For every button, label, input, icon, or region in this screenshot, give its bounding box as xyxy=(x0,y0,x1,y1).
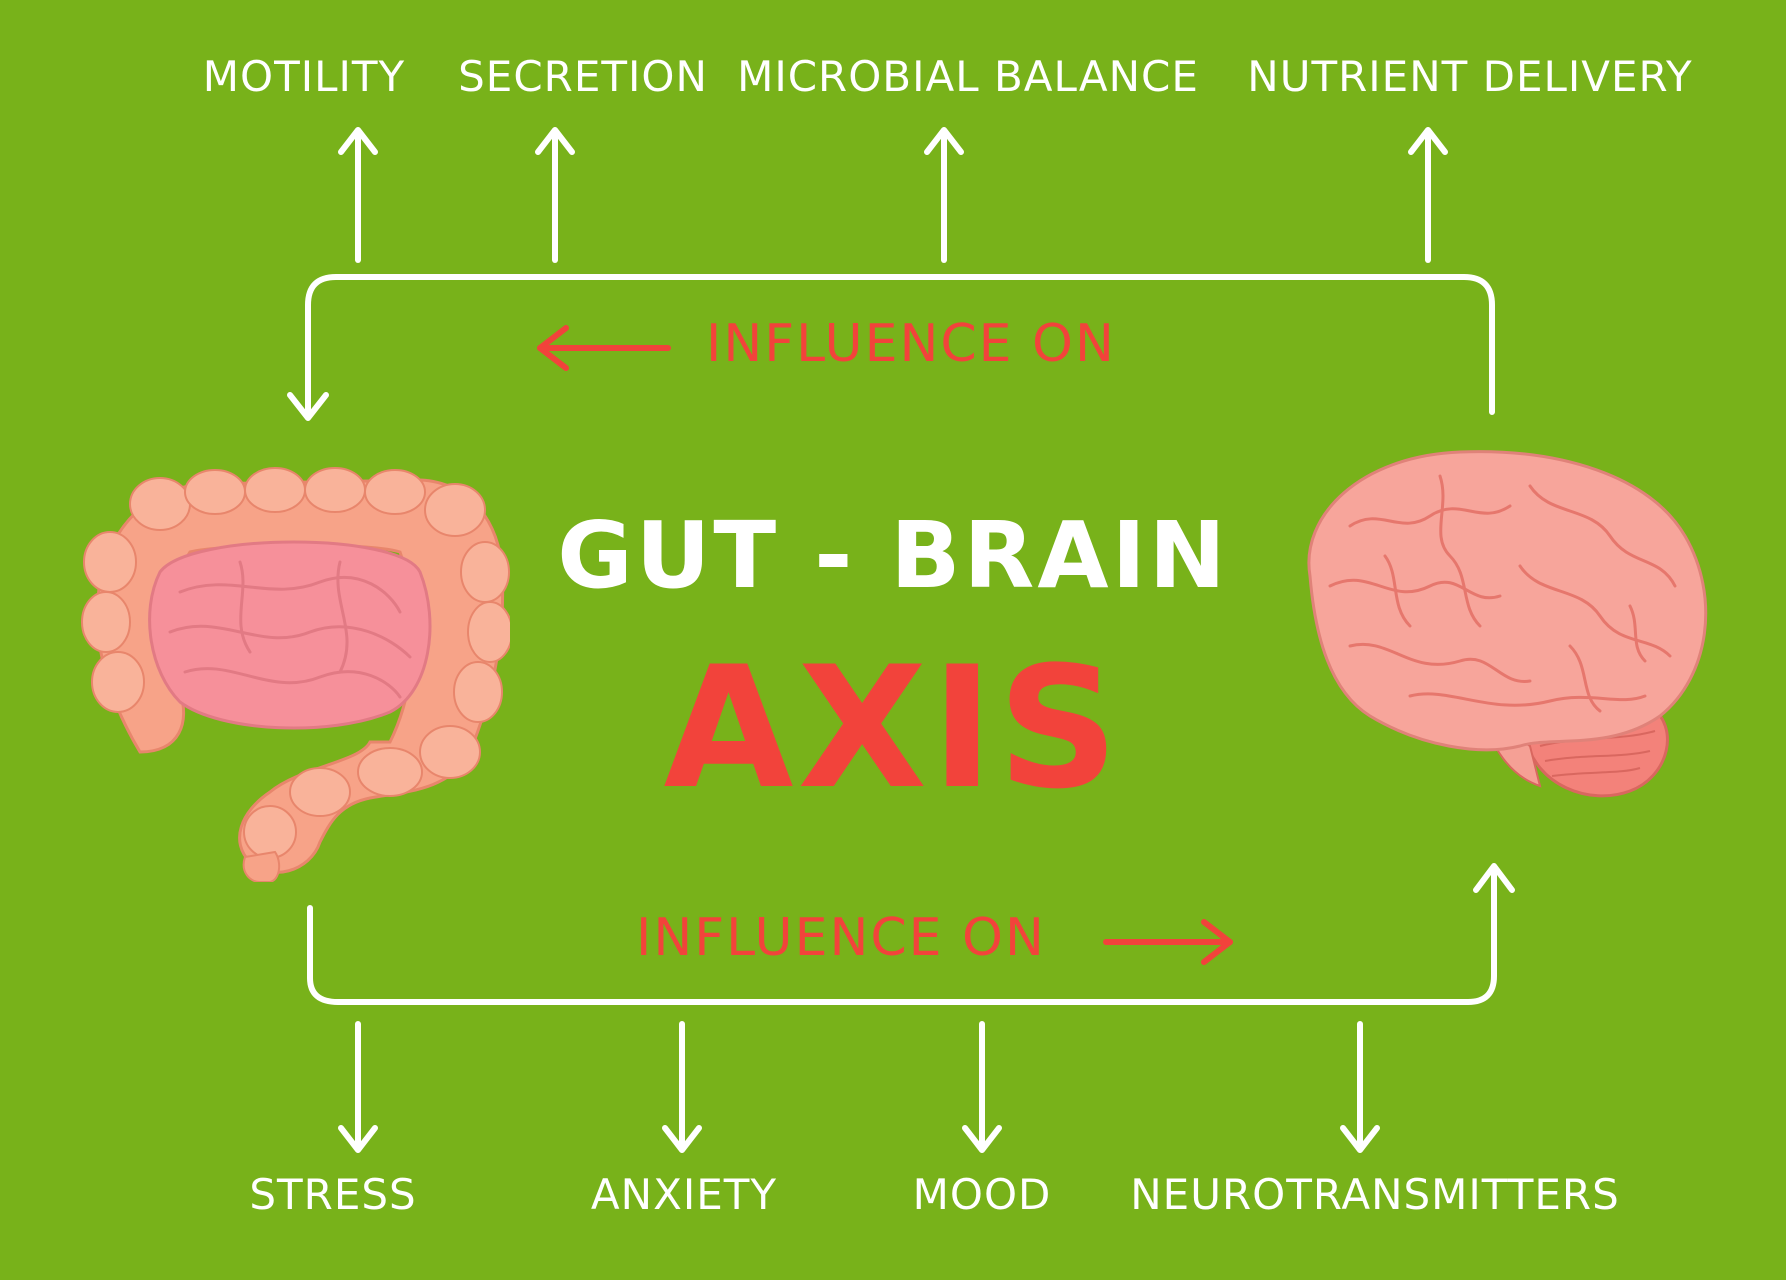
influence-top-arrow xyxy=(537,325,671,371)
up-arrow-motility xyxy=(338,127,378,263)
intestines-icon xyxy=(81,467,510,882)
up-arrow-secretion xyxy=(535,127,575,263)
bottom-loop-arrowhead xyxy=(1473,863,1515,893)
label-stress: STRESS xyxy=(249,1170,417,1219)
title-gut-brain: GUT - BRAIN xyxy=(557,502,1229,609)
label-secretion: SECRETION xyxy=(458,52,708,101)
influence-top-label: INFLUENCE ON xyxy=(706,314,1116,374)
influence-bottom-arrow xyxy=(1103,919,1233,965)
label-neurotransmitters: NEUROTRANSMITTERS xyxy=(1130,1170,1620,1219)
influence-bottom-label: INFLUENCE ON xyxy=(636,908,1046,968)
down-arrow-anxiety xyxy=(662,1021,702,1153)
bottom-loop-line xyxy=(307,867,1497,1005)
label-anxiety: ANXIETY xyxy=(590,1170,778,1219)
label-mood: MOOD xyxy=(912,1170,1052,1219)
top-loop-line xyxy=(305,274,1495,418)
label-motility: MOTILITY xyxy=(202,52,406,101)
down-arrow-neurotransmitters xyxy=(1340,1021,1380,1153)
title-axis: AXIS xyxy=(663,630,1123,826)
up-arrow-nutrient xyxy=(1408,127,1448,263)
down-arrow-stress xyxy=(338,1021,378,1153)
down-arrow-mood xyxy=(962,1021,1002,1153)
up-arrow-microbial xyxy=(924,127,964,263)
label-nutrient-delivery: NUTRIENT DELIVERY xyxy=(1247,52,1693,101)
brain-icon xyxy=(1307,450,1708,798)
top-loop-arrowhead xyxy=(287,392,329,421)
label-microbial-balance: MICROBIAL BALANCE xyxy=(737,52,1199,101)
